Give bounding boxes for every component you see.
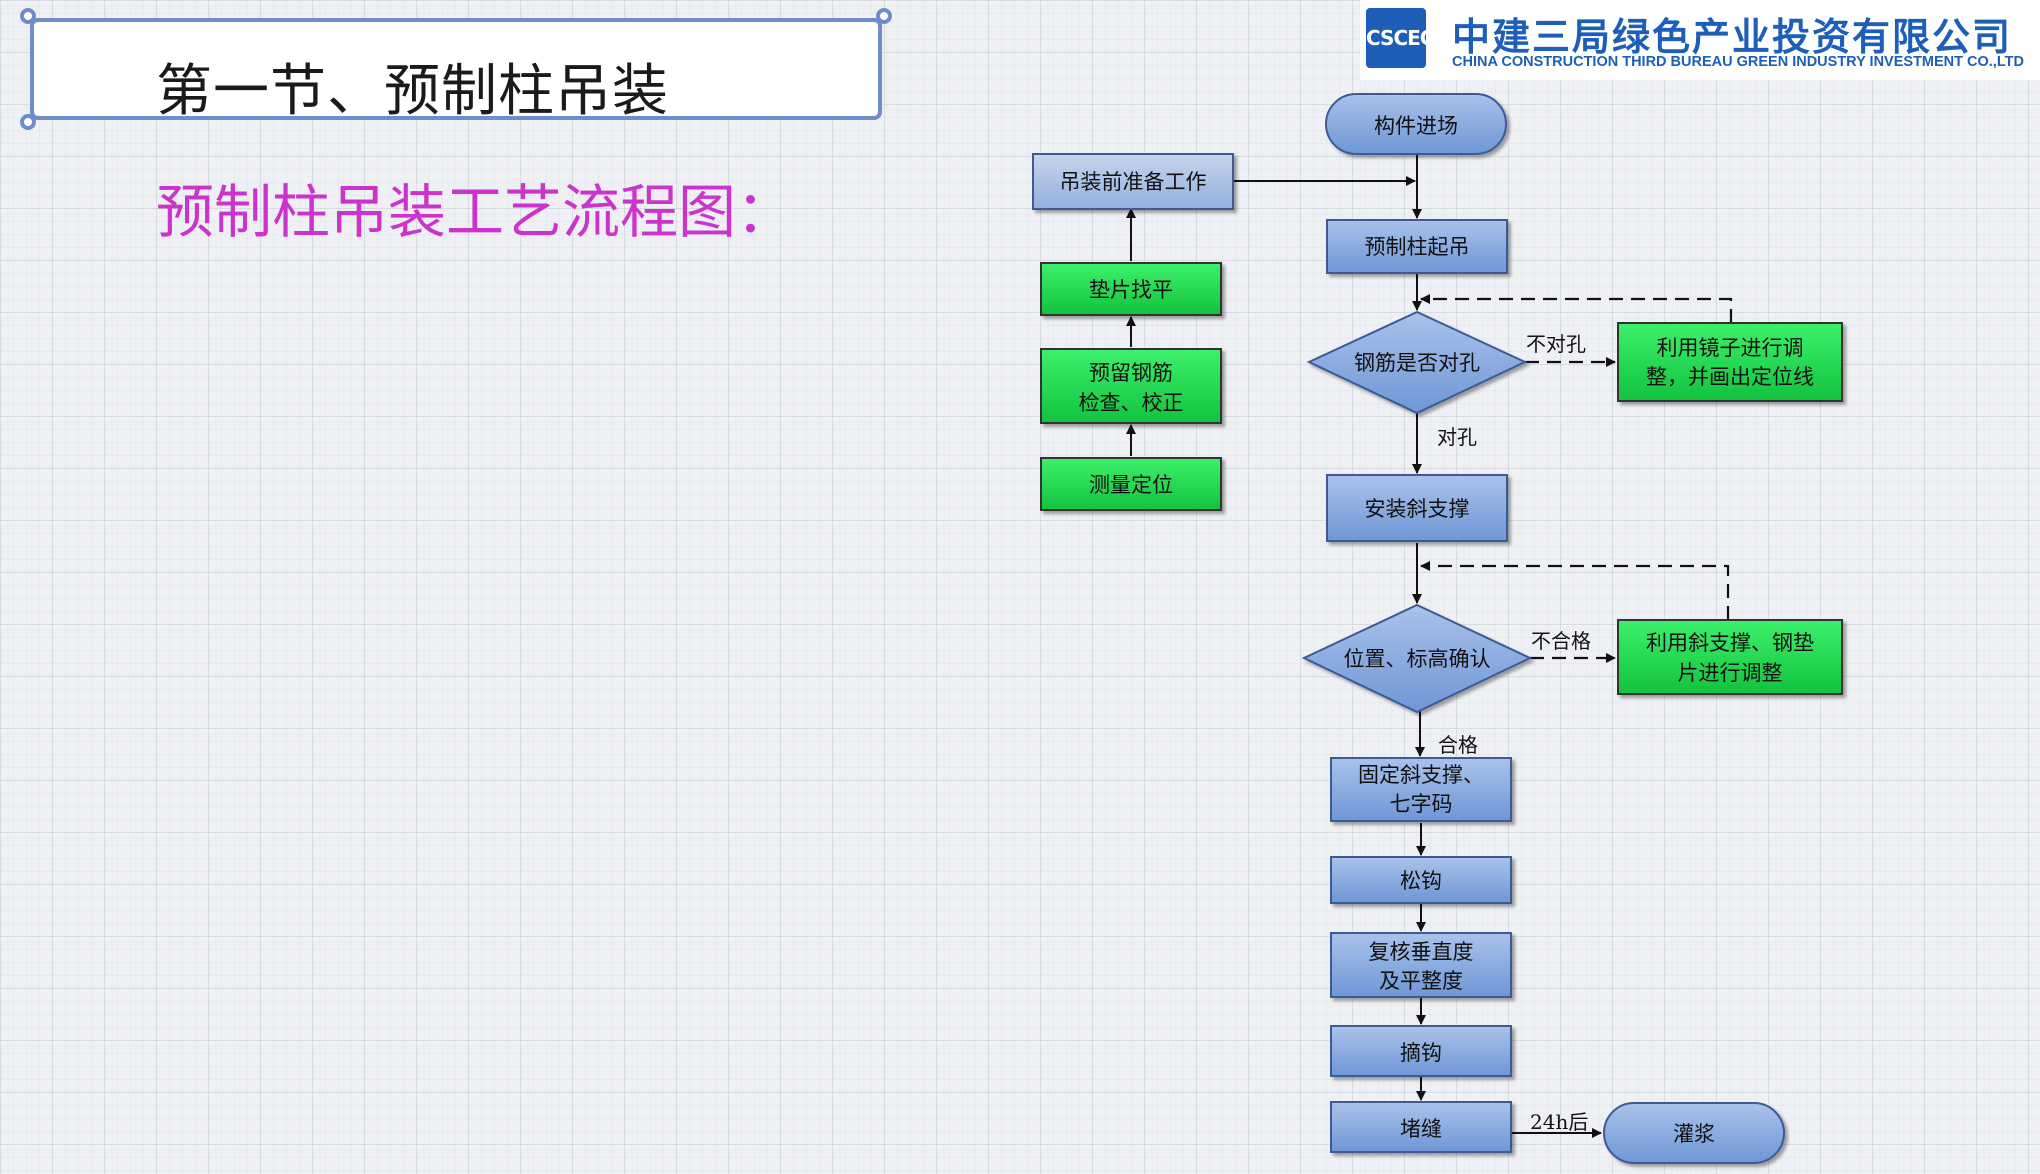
scroll-curl-top-left bbox=[20, 8, 36, 24]
edge-label-passed: 合格 bbox=[1438, 733, 1478, 757]
edge-label-aligned: 对孔 bbox=[1437, 425, 1477, 449]
node-shim bbox=[1040, 262, 1222, 316]
node-rebar-check-line2: 检查、校正 bbox=[1079, 391, 1184, 415]
node-lift-label: 预制柱起吊 bbox=[1365, 235, 1470, 259]
scroll-curl-top-right bbox=[876, 8, 892, 24]
node-mirror-adjust-line2: 整，并画出定位线 bbox=[1646, 365, 1814, 389]
node-brace-adjust-line1: 利用斜支撑、钢垫 bbox=[1646, 631, 1814, 655]
node-lift bbox=[1326, 219, 1508, 274]
node-position-decision-label: 位置、标高确认 bbox=[1344, 647, 1491, 671]
node-verify-line2: 及平整度 bbox=[1379, 969, 1463, 993]
node-grout-label: 灌浆 bbox=[1673, 1122, 1715, 1146]
edge-label-failed: 不合格 bbox=[1531, 629, 1591, 653]
section-title-banner bbox=[20, 8, 892, 130]
node-rebar-check-line1: 预留钢筋 bbox=[1089, 361, 1173, 385]
node-align-decision bbox=[1306, 310, 1528, 415]
section-title: 第一节、预制柱吊装 bbox=[156, 59, 669, 124]
flowchart-subtitle: 预制柱吊装工艺流程图： bbox=[156, 178, 795, 246]
node-mirror-adjust-line1: 利用镜子进行调 bbox=[1657, 336, 1804, 360]
node-brace-adjust-line2: 片进行调整 bbox=[1678, 661, 1783, 685]
company-logo: CSCEC 中建三局绿色产业投资有限公司 CHINA CONSTRUCTION … bbox=[1360, 0, 2040, 80]
edge-adjust-back bbox=[1420, 561, 1730, 620]
node-fix-brace bbox=[1330, 757, 1512, 822]
company-name-cn: 中建三局绿色产业投资有限公司 bbox=[1452, 15, 2013, 59]
node-mirror-adjust bbox=[1617, 322, 1843, 402]
node-position-decision bbox=[1301, 603, 1533, 714]
node-unhook bbox=[1330, 1025, 1512, 1077]
node-prep bbox=[1032, 153, 1234, 210]
node-brace-adjust bbox=[1617, 619, 1843, 695]
node-prep-label: 吊装前准备工作 bbox=[1060, 170, 1207, 194]
feedback-connectors bbox=[1420, 294, 1733, 663]
node-release-hook-label: 松钩 bbox=[1400, 869, 1442, 893]
company-name-en: CHINA CONSTRUCTION THIRD BUREAU GREEN IN… bbox=[1452, 54, 2024, 70]
node-grout bbox=[1603, 1102, 1785, 1164]
node-release-hook bbox=[1330, 856, 1512, 904]
edge-label-not-aligned: 不对孔 bbox=[1526, 332, 1586, 356]
node-shim-label: 垫片找平 bbox=[1089, 278, 1173, 302]
node-fix-brace-line1: 固定斜支撑、 bbox=[1358, 763, 1484, 787]
node-install-brace bbox=[1326, 474, 1508, 542]
edge-mirror-back bbox=[1420, 294, 1733, 323]
node-survey-label: 测量定位 bbox=[1089, 473, 1173, 497]
node-enter-label: 构件进场 bbox=[1374, 114, 1458, 138]
node-unhook-label: 摘钩 bbox=[1400, 1041, 1442, 1065]
scroll-curl-bottom-left bbox=[20, 114, 36, 130]
node-align-decision-label: 钢筋是否对孔 bbox=[1354, 351, 1480, 375]
node-seal-joint-label: 堵缝 bbox=[1400, 1117, 1442, 1141]
node-survey bbox=[1040, 457, 1222, 511]
node-seal-joint bbox=[1330, 1101, 1512, 1153]
node-fix-brace-line2: 七字码 bbox=[1390, 792, 1453, 816]
node-verify bbox=[1330, 932, 1512, 998]
edge-label-after-24h: 24h后 bbox=[1530, 1110, 1588, 1134]
cscec-logo-mark: CSCEC bbox=[1366, 8, 1434, 68]
node-verify-line1: 复核垂直度 bbox=[1369, 940, 1474, 964]
node-enter bbox=[1325, 93, 1507, 155]
node-install-brace-label: 安装斜支撑 bbox=[1365, 497, 1470, 521]
node-rebar-check bbox=[1040, 348, 1222, 424]
